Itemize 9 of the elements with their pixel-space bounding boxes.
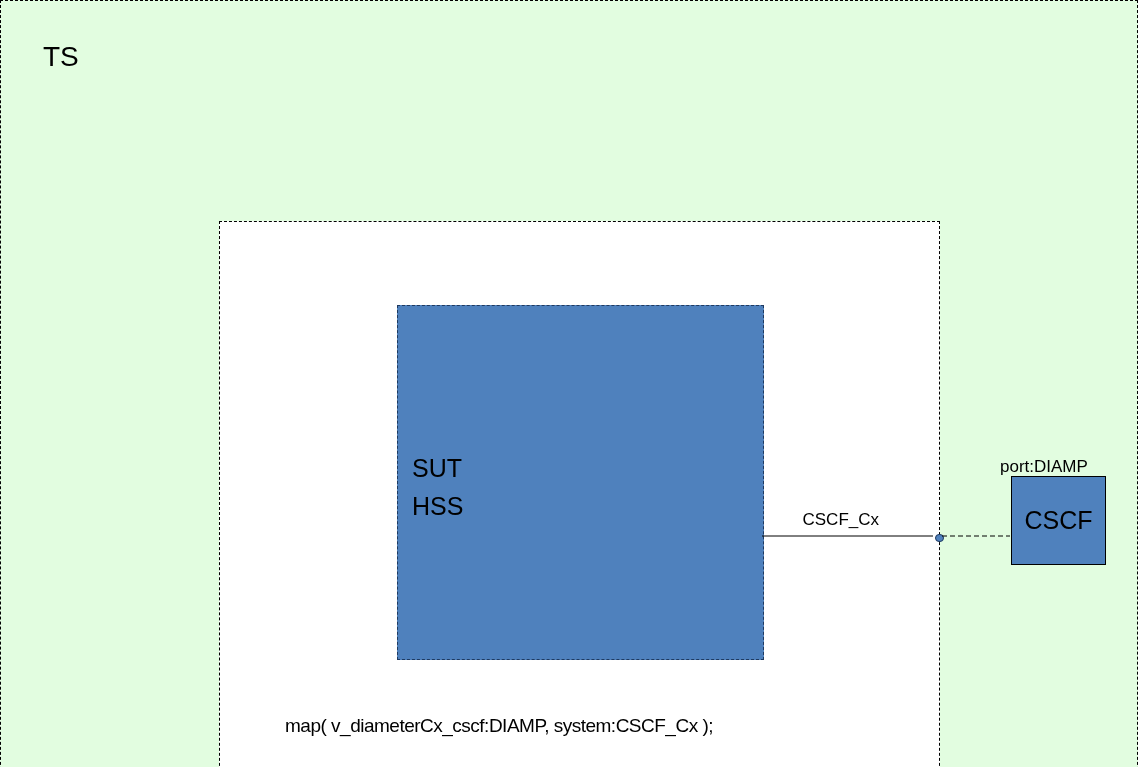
map-statement: map( v_diameterCx_cscf:DIAMP, system:CSCF_Cx ); xyxy=(285,714,714,739)
port-label: port:DIAMP xyxy=(1000,456,1088,478)
connector-line xyxy=(761,535,934,537)
connector-line xyxy=(941,535,1011,537)
sut-box xyxy=(397,305,764,660)
boundary-title: TS xyxy=(43,43,79,71)
sut-label: SUT HSS xyxy=(412,453,465,522)
component-label: CSCF xyxy=(1024,504,1093,536)
edge-label: CSCF_Cx xyxy=(800,511,881,528)
